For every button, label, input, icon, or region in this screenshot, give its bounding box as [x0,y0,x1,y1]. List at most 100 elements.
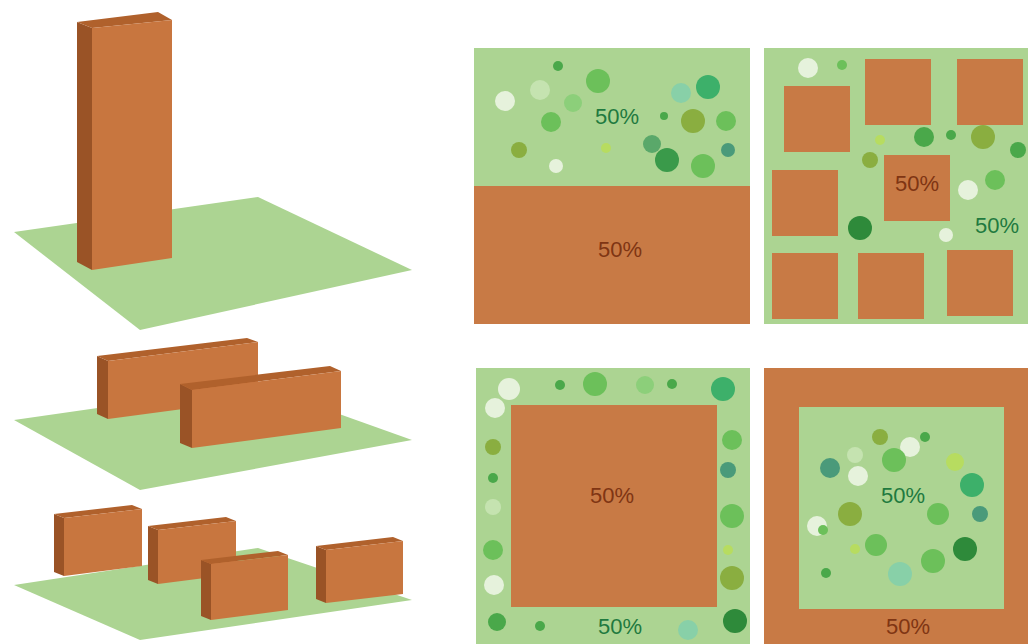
illustration-shape [960,473,984,497]
illustration-shape [601,143,611,153]
tower-model [14,12,412,330]
illustration-shape [723,545,733,555]
slab-model [14,338,412,490]
tree-dots [807,429,988,586]
illustration-shape [54,514,64,576]
illustration-shape [511,405,717,607]
illustration-shape [655,148,679,172]
illustration-shape [772,170,838,236]
central-block-panel [476,368,750,644]
illustration-shape [660,112,668,120]
illustration-shape [691,154,715,178]
illustration-shape [549,159,563,173]
illustration-shape [211,555,288,620]
illustration-shape [192,371,341,448]
illustration-shape [201,560,211,620]
illustration-shape [888,562,912,586]
illustration-shape [947,250,1013,316]
illustration-shape [971,125,995,149]
illustration-shape [939,228,953,242]
illustration-shape [716,111,736,131]
illustration-shape [862,152,878,168]
illustration-shape [564,94,582,112]
illustration-shape [838,502,862,526]
illustration-shape [837,60,847,70]
illustration-shape [927,503,949,525]
percentage-label: 50% [595,106,639,128]
illustration-shape [511,142,527,158]
illustration-shape [946,453,964,471]
built-area-region: 50% [474,186,750,324]
built-area-block: 50% [884,155,950,221]
percentage-label: 50% [598,616,642,638]
courtyard-panel [764,368,1028,644]
illustration-shape [681,109,705,133]
low-rise-model [14,505,412,640]
illustration-shape [485,439,501,455]
tree-dots [483,372,747,640]
illustration-shape [807,516,827,536]
illustration-shape [972,506,988,522]
illustration-shape [678,620,698,640]
illustration-shape [784,86,850,152]
illustration-shape [488,613,506,631]
green-space-region: 50% [474,48,750,186]
illustration-shape [555,380,565,390]
illustration-shape [799,407,1004,609]
illustration-shape [953,537,977,561]
illustration-shape [636,376,654,394]
illustration-shape [882,448,906,472]
illustration-shape [148,526,158,584]
illustration-shape [865,59,931,125]
illustration-shape [530,80,550,100]
illustration-shape [720,504,744,528]
percentage-label: 50% [975,215,1019,237]
illustration-shape [764,48,1028,324]
percentage-label: 50% [881,485,925,507]
illustration-shape [848,216,872,240]
illustration-shape [720,462,736,478]
illustration-shape [541,112,561,132]
illustration-shape [97,356,108,419]
illustration-shape [667,379,677,389]
built-area-region: 50%50% [764,368,1028,644]
illustration-shape [920,432,930,442]
illustration-shape [921,549,945,573]
scattered-panel [764,48,1028,324]
tree-dots [495,61,736,178]
illustration-shape [484,575,504,595]
illustration-shape [64,509,142,576]
illustration-shape [858,253,924,319]
illustration-shape [946,130,956,140]
percentage-label: 50% [895,173,939,195]
illustration-shape [957,59,1023,125]
built-area-block: 50% [511,405,717,607]
illustration-shape [721,143,735,157]
illustration-shape [583,372,607,396]
illustration-shape [958,180,978,200]
illustration-shape [985,170,1005,190]
illustration-shape [92,20,172,270]
illustration-shape [671,83,691,103]
illustration-shape [764,368,1028,644]
illustration-shape [553,61,563,71]
illustration-shape [711,377,735,401]
illustration-shape [720,566,744,590]
illustration-shape [914,127,934,147]
illustration-shape [643,135,661,153]
illustration-shape [495,91,515,111]
illustration-shape [884,155,950,221]
green-space-region: 50% 50% [476,368,750,644]
building-blocks [772,59,1023,319]
percentage-label: 50% [590,485,634,507]
illustration-shape [723,609,747,633]
illustration-shape [14,197,412,330]
illustration-shape [326,541,403,603]
green-space-region: 50% 50% [764,48,1028,324]
illustration-shape [476,368,750,644]
illustration-shape [498,378,520,400]
half-split-panel [474,48,750,324]
illustration-shape [474,186,750,324]
